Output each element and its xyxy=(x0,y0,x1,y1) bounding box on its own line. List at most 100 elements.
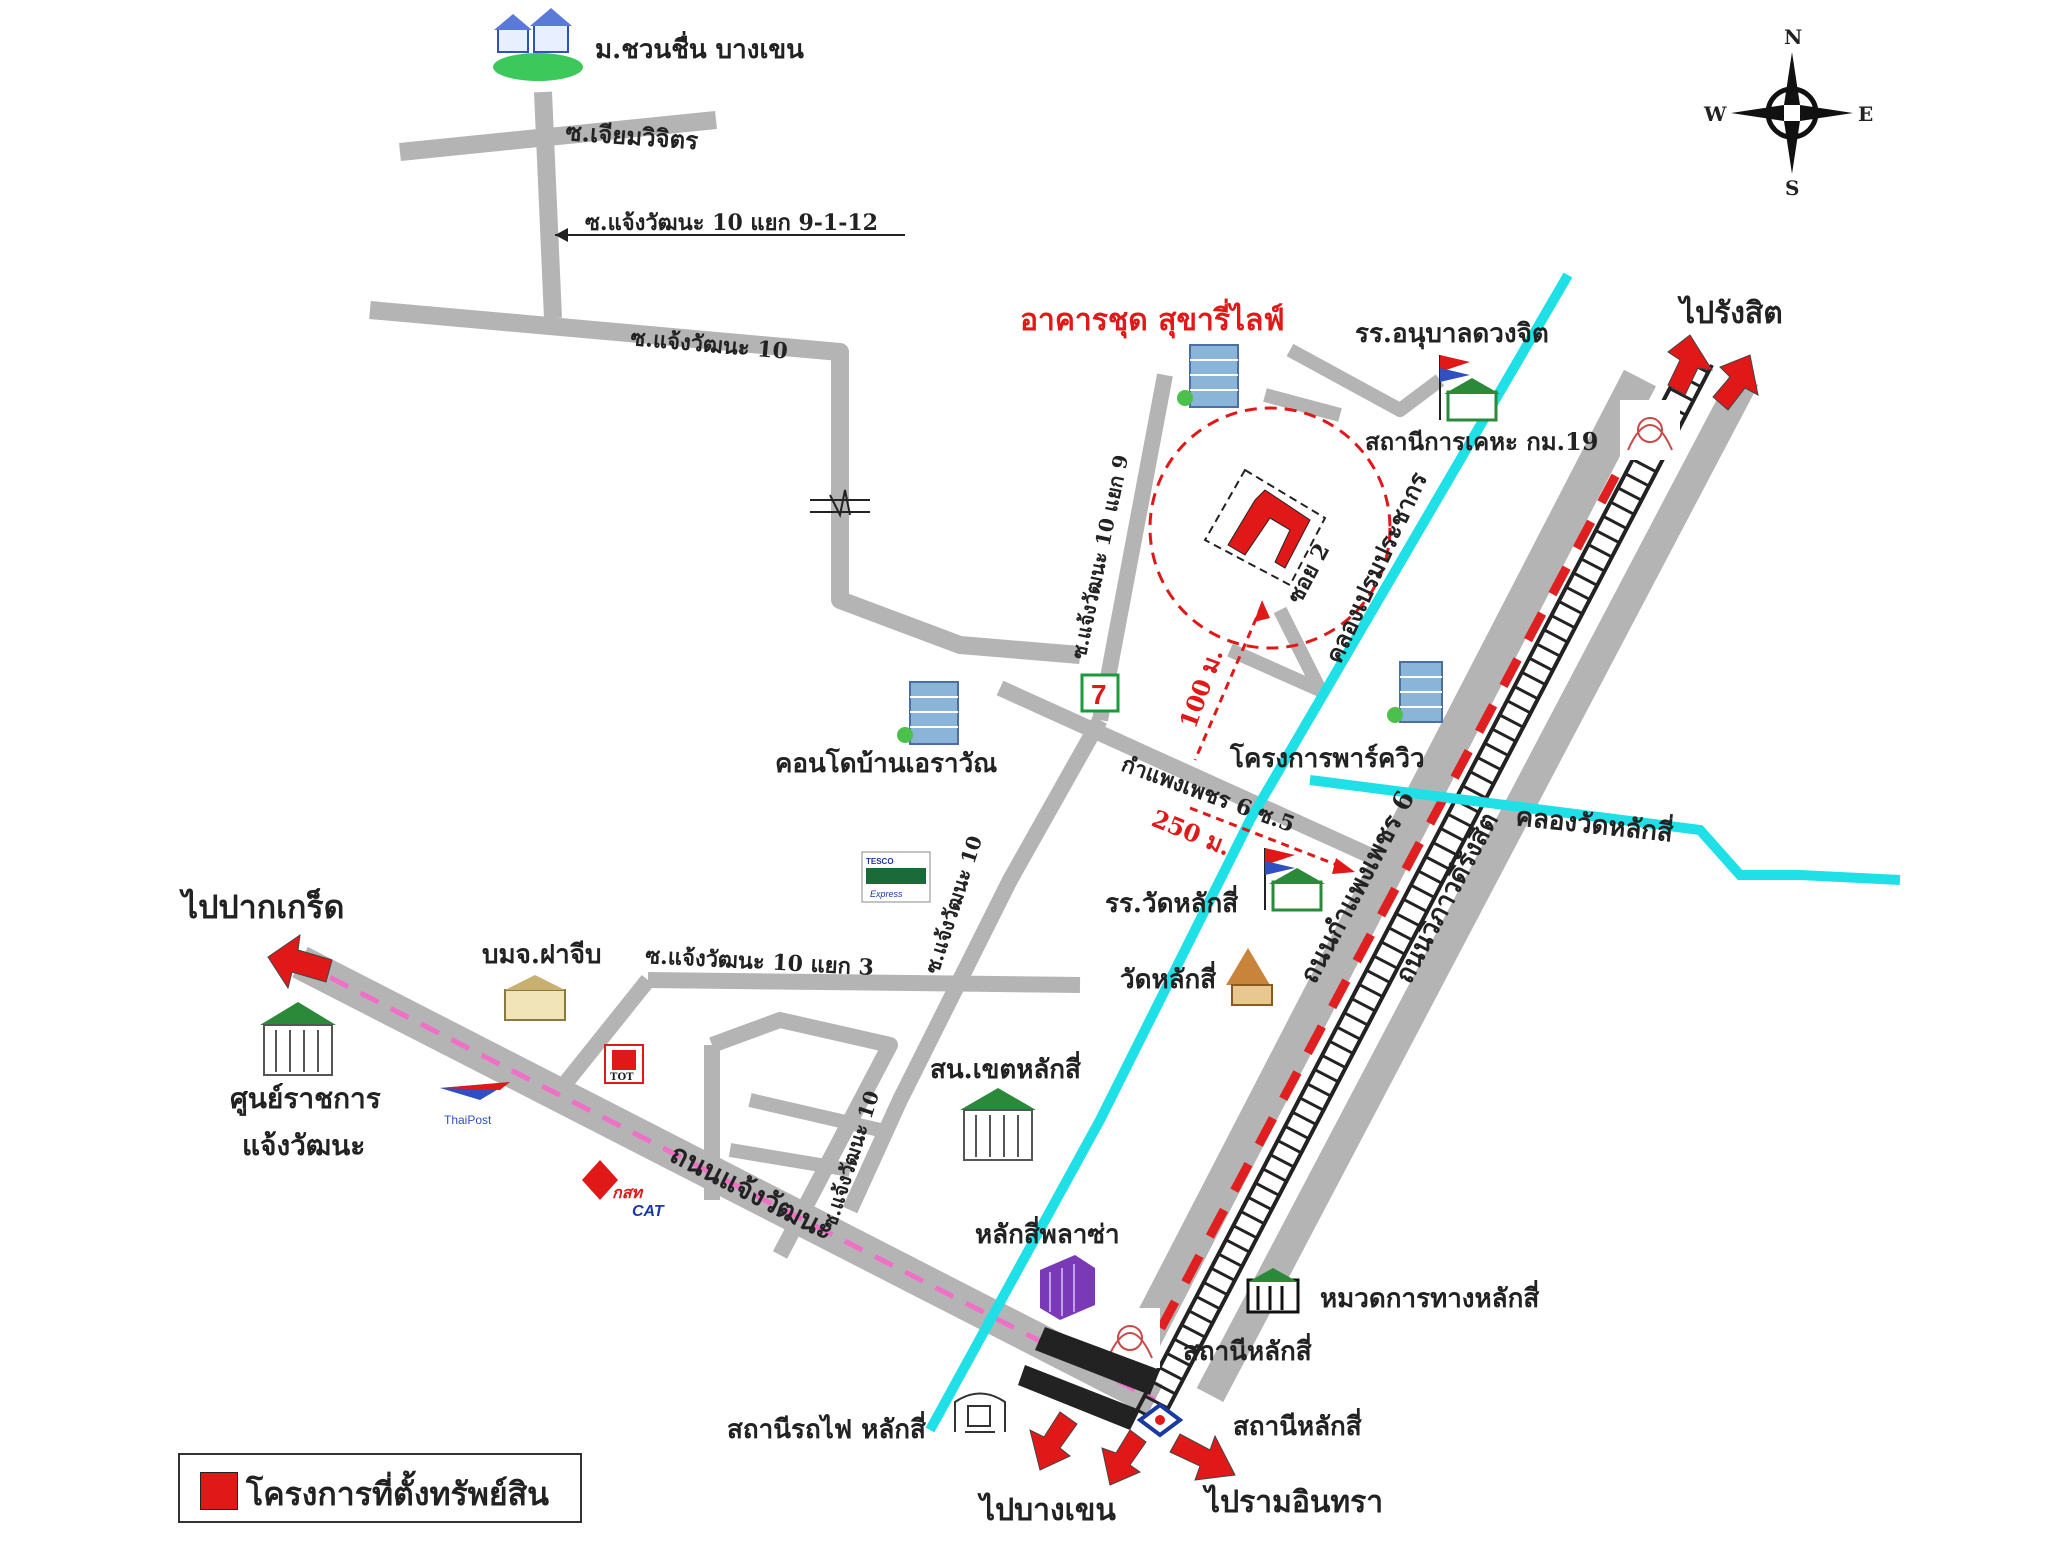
road-kamphaeng-soi5 xyxy=(996,680,1384,868)
factory-icon xyxy=(504,975,566,1021)
road-local-3 xyxy=(728,1143,852,1177)
radius-circle xyxy=(1148,406,1392,650)
arrow-to-bangkhen-2 xyxy=(1101,1429,1147,1486)
shopping-mall-icon xyxy=(1040,1255,1095,1320)
label-to-bangkhen: ไปบางเขน xyxy=(977,1492,1116,1528)
label-soi-10: ซ.แจ้งวัฒนะ 10 xyxy=(629,325,788,365)
label-dist-100: 100 ม. xyxy=(1173,644,1229,732)
station-km19-icon xyxy=(1620,400,1680,460)
label-to-rangsit: ไปรังสิต xyxy=(1677,295,1783,331)
tesco-lotus-logo-icon: TESCO Express xyxy=(861,851,931,903)
compass-s: S xyxy=(1785,176,1799,200)
school-wat-laksi-icon xyxy=(1264,848,1325,912)
legend-swatch-project xyxy=(200,1472,238,1510)
road-soi-10-9 xyxy=(1092,373,1173,722)
label-project-name: อาคารชุด สุขารี่ไลฟ์ xyxy=(1020,298,1285,339)
compass-n: N xyxy=(1784,25,1802,49)
arrow-to-bangkhen-1 xyxy=(1029,1411,1078,1471)
project-boundary xyxy=(1203,468,1327,587)
park-view-building-icon xyxy=(1387,661,1443,723)
legend-label: โครงการที่ตั้งทรัพย์สิน xyxy=(246,1475,549,1513)
road-soi-chiam xyxy=(399,111,717,161)
project-area xyxy=(1148,406,1392,874)
label-hw-dept: หมวดการทางหลักสี่ xyxy=(1320,1279,1539,1314)
thaipost-logo-icon: ThaiPost xyxy=(440,1082,510,1127)
svg-text:TESCO: TESCO xyxy=(866,857,894,866)
canals xyxy=(925,272,1901,1433)
road-local-2 xyxy=(748,1093,882,1137)
condo-erawan-building-icon xyxy=(897,681,959,745)
label-govt-center-1: ศูนย์ราชการ xyxy=(230,1082,381,1116)
road-soi-10 xyxy=(369,301,1081,664)
arrow-to-rangsit-2 xyxy=(1712,354,1759,411)
road-soi-2 xyxy=(1273,606,1327,694)
label-village: ม.ชวนชื่น บางเขน xyxy=(595,30,804,65)
road-soi-10-3 xyxy=(647,972,1081,993)
legend: โครงการที่ตั้งทรัพย์สิน xyxy=(178,1453,582,1523)
label-school-anuban: รร.อนุบาลดวงจิต xyxy=(1355,319,1549,350)
srt-logo-icon xyxy=(1136,1402,1184,1438)
arrow-to-ramintra xyxy=(1169,1433,1236,1481)
label-park-view: โครงการพาร์ควิว xyxy=(1229,742,1425,774)
road-break-mark xyxy=(810,489,870,519)
svg-text:Express: Express xyxy=(870,889,903,899)
road-local-loop xyxy=(709,1012,898,1259)
temple-icon xyxy=(1226,948,1273,1006)
compass-rose-icon: N S E W xyxy=(1703,25,1873,200)
label-train-station: สถานีรถไฟ หลักสี่ xyxy=(727,1410,926,1445)
highway-office-icon xyxy=(1246,1268,1300,1314)
arrow-to-pakkret xyxy=(267,933,333,990)
cat-logo-icon: กสท CAT xyxy=(582,1160,665,1220)
label-station-laksi: สถานีหลักสี่ xyxy=(1183,1332,1312,1367)
label-to-ramintra: ไปรามอินทรา xyxy=(1202,1484,1383,1520)
road-village-spur xyxy=(534,91,562,319)
svg-text:TOT: TOT xyxy=(610,1072,634,1083)
label-wat-laksi: วัดหลักสี่ xyxy=(1120,960,1216,995)
label-school-wat-laksi: รร.วัดหลักสี่ xyxy=(1105,884,1238,919)
road-network xyxy=(292,91,1759,1427)
arrow-to-rangsit-1 xyxy=(1667,334,1713,396)
label-station-km19: สถานีการเคหะ กม.19 xyxy=(1365,427,1598,456)
police-station-icon xyxy=(960,1088,1036,1161)
label-soi-10-9-1-12: ซ.แจ้งวัฒนะ 10 แยก 9-1-12 xyxy=(585,210,878,236)
road-kamphaeng-6 xyxy=(1114,369,1656,1374)
junction-bridge xyxy=(1018,1327,1160,1430)
label-klong-prem: คลองเปรมประชากร xyxy=(1319,467,1433,667)
government-center-icon xyxy=(260,1002,336,1076)
dist-line-100 xyxy=(1193,604,1264,761)
label-station-laksi-2: สถานีหลักสี่ xyxy=(1233,1407,1362,1442)
road-near-project xyxy=(1263,388,1342,422)
tollway-dash xyxy=(1156,427,1644,1333)
canal-wat-laksi xyxy=(1309,775,1901,885)
road-soi-2b xyxy=(1227,643,1323,697)
school-anuban-icon xyxy=(1439,355,1500,422)
office-building-icon xyxy=(1177,344,1239,408)
project-building-marker xyxy=(1227,489,1311,569)
label-govt-center-2: แจ้งวัฒนะ xyxy=(242,1129,365,1162)
label-bomjo-fa: บมจ.ฝาจีบ xyxy=(482,940,602,970)
train-station-icon xyxy=(954,1392,1006,1433)
svg-text:ThaiPost: ThaiPost xyxy=(444,1113,492,1127)
railway xyxy=(1130,358,1714,1427)
dist-line-250 xyxy=(1189,806,1351,872)
svg-text:7: 7 xyxy=(1091,679,1107,710)
canal-prem-prachakorn xyxy=(925,272,1573,1433)
7-eleven-icon: 7 xyxy=(1080,673,1120,713)
label-klong-wat-laksi: คลองวัดหลักสี่ xyxy=(1514,797,1675,848)
houses-icon xyxy=(493,8,583,81)
label-to-pakkret: ไปปากเกร็ด xyxy=(179,887,344,926)
label-condo-erawan: คอนโดบ้านเอราวัณ xyxy=(775,747,997,779)
svg-text:กสท: กสท xyxy=(612,1185,643,1202)
tot-logo-icon: TOT xyxy=(604,1044,644,1084)
compass-e: E xyxy=(1858,102,1873,126)
svg-text:CAT: CAT xyxy=(632,1203,665,1220)
road-chaeng-centerline xyxy=(298,959,1157,1403)
compass-w: W xyxy=(1703,102,1727,126)
road-soi-10-3-west xyxy=(553,975,655,1095)
road-vibhavadi xyxy=(1196,371,1759,1402)
road-near-anuban xyxy=(1286,343,1445,417)
direction-arrows xyxy=(267,334,1759,1486)
label-police-laksi: สน.เขตหลักสี่ xyxy=(930,1050,1081,1085)
label-laksi-plaza: หลักสี่พลาซ่า xyxy=(975,1215,1120,1250)
